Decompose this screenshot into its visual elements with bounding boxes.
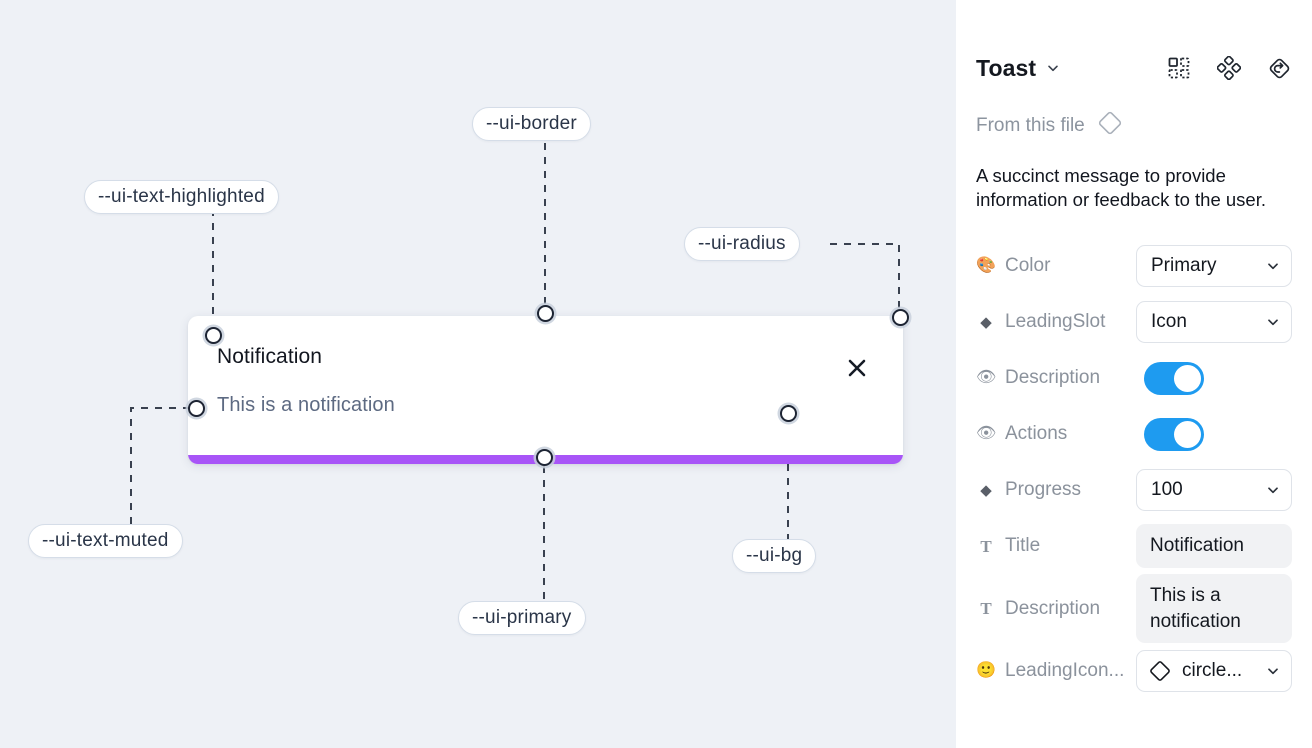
color-select-value: Primary (1151, 255, 1217, 277)
from-this-file-row: From this file (976, 110, 1292, 142)
description-toggle[interactable] (1144, 361, 1204, 395)
handle-ui-text-muted[interactable] (188, 400, 205, 417)
text-icon: T (980, 599, 992, 619)
property-label-color: 🎨 Color (976, 255, 1136, 277)
handle-ui-border[interactable] (537, 305, 554, 322)
leadingicon-select-value: circle... (1182, 660, 1243, 682)
panel-title: Toast (976, 54, 1037, 81)
annotation-chip-ui-radius[interactable]: --ui-radius (684, 227, 800, 261)
chevron-down-icon[interactable] (1046, 61, 1060, 75)
property-name: Progress (1005, 479, 1082, 501)
panel-header: Toast (976, 40, 1292, 96)
toggle-knob (1174, 420, 1201, 448)
property-name: Description (1005, 367, 1101, 389)
diamond-icon: ◆ (980, 481, 992, 499)
annotation-label: --ui-border (486, 113, 577, 134)
annotation-label: --ui-radius (698, 233, 786, 254)
color-select[interactable]: Primary (1136, 245, 1292, 288)
property-row-title: T Title Notification (976, 518, 1292, 574)
progress-select-value: 100 (1151, 479, 1183, 501)
annotation-label: --ui-bg (746, 545, 803, 566)
text-icon: T (980, 536, 992, 556)
annotation-label: --ui-text-highlighted (98, 186, 265, 207)
properties-panel: Toast (956, 0, 1312, 748)
toast-title: Notification (217, 345, 323, 368)
annotation-chip-ui-text-muted[interactable]: --ui-text-muted (28, 524, 183, 558)
property-label-title: T Title (976, 535, 1136, 557)
leadingslot-select-value: Icon (1151, 311, 1187, 333)
property-label-progress: ◆ Progress (976, 479, 1136, 501)
annotation-chip-ui-border[interactable]: --ui-border (472, 107, 591, 141)
title-input[interactable]: Notification (1136, 524, 1292, 568)
smiley-icon: 🙂 (976, 662, 996, 680)
handle-ui-text-highlighted[interactable] (205, 327, 222, 344)
property-row-progress: ◆ Progress 100 (976, 462, 1292, 518)
property-name: LeadingIcon... (1005, 660, 1125, 682)
property-label-description-visibility: 👁 Description (976, 367, 1144, 389)
property-label-description-text: T Description (976, 598, 1136, 620)
toast-component[interactable]: Notification This is a notification (188, 316, 903, 464)
handle-ui-bg[interactable] (780, 405, 797, 422)
leadingicon-select[interactable]: circle... (1136, 650, 1292, 693)
chevron-down-icon (1266, 483, 1280, 497)
property-label-leadingslot: ◆ LeadingSlot (976, 311, 1136, 333)
close-icon (848, 359, 866, 377)
handle-ui-primary[interactable] (536, 449, 553, 466)
handle-ui-radius[interactable] (892, 309, 909, 326)
property-name: Title (1005, 535, 1041, 557)
leadingslot-select[interactable]: Icon (1136, 301, 1292, 344)
diamond-icon: ◆ (980, 313, 992, 331)
property-row-actions-visibility: 👁 Actions (976, 406, 1292, 462)
actions-toggle[interactable] (1144, 417, 1204, 451)
annotation-label: --ui-primary (472, 607, 572, 628)
property-row-color: 🎨 Color Primary (976, 238, 1292, 294)
property-name: LeadingSlot (1005, 311, 1106, 333)
annotation-chip-ui-primary[interactable]: --ui-primary (458, 601, 586, 635)
chevron-down-icon (1266, 664, 1280, 678)
reset-overrides-icon[interactable] (1266, 55, 1292, 81)
eye-icon: 👁 (976, 425, 997, 443)
design-canvas[interactable]: Notification This is a notification --ui… (0, 0, 956, 748)
annotation-label: --ui-text-muted (42, 530, 169, 551)
property-row-leadingslot: ◆ LeadingSlot Icon (976, 294, 1292, 350)
toast-close-button[interactable] (845, 356, 869, 380)
chevron-down-icon (1266, 259, 1280, 273)
property-name: Color (1005, 255, 1051, 277)
property-name: Actions (1005, 423, 1068, 445)
from-this-file-label: From this file (976, 115, 1085, 136)
property-name: Description (1005, 597, 1101, 619)
palette-icon: 🎨 (976, 257, 996, 275)
chevron-down-icon (1266, 315, 1280, 329)
property-label-leadingicon: 🙂 LeadingIcon... (976, 660, 1136, 682)
panel-header-actions (1166, 55, 1292, 81)
toggle-knob (1174, 364, 1201, 392)
eye-icon: 👁 (976, 369, 997, 387)
variants-icon[interactable] (1216, 55, 1242, 81)
annotation-chip-ui-bg[interactable]: --ui-bg (732, 539, 817, 573)
property-row-leadingicon: 🙂 LeadingIcon... circle... (976, 643, 1292, 699)
property-row-description-visibility: 👁 Description (976, 350, 1292, 406)
component-description: A succinct message to provide informatio… (976, 165, 1267, 211)
component-grid-icon[interactable] (1166, 55, 1192, 81)
property-row-description-text: T Description This is a notification (976, 574, 1292, 644)
diamond-outline-icon (1148, 659, 1172, 683)
annotation-chip-ui-text-highlighted[interactable]: --ui-text-highlighted (84, 180, 279, 214)
property-label-actions-visibility: 👁 Actions (976, 423, 1144, 445)
toast-description: This is a notification (217, 394, 395, 416)
progress-select[interactable]: 100 (1136, 469, 1292, 512)
property-list: 🎨 Color Primary ◆ LeadingSlot (976, 238, 1292, 699)
description-input[interactable]: This is a notification (1136, 574, 1292, 644)
diamond-outline-icon (1097, 110, 1123, 142)
